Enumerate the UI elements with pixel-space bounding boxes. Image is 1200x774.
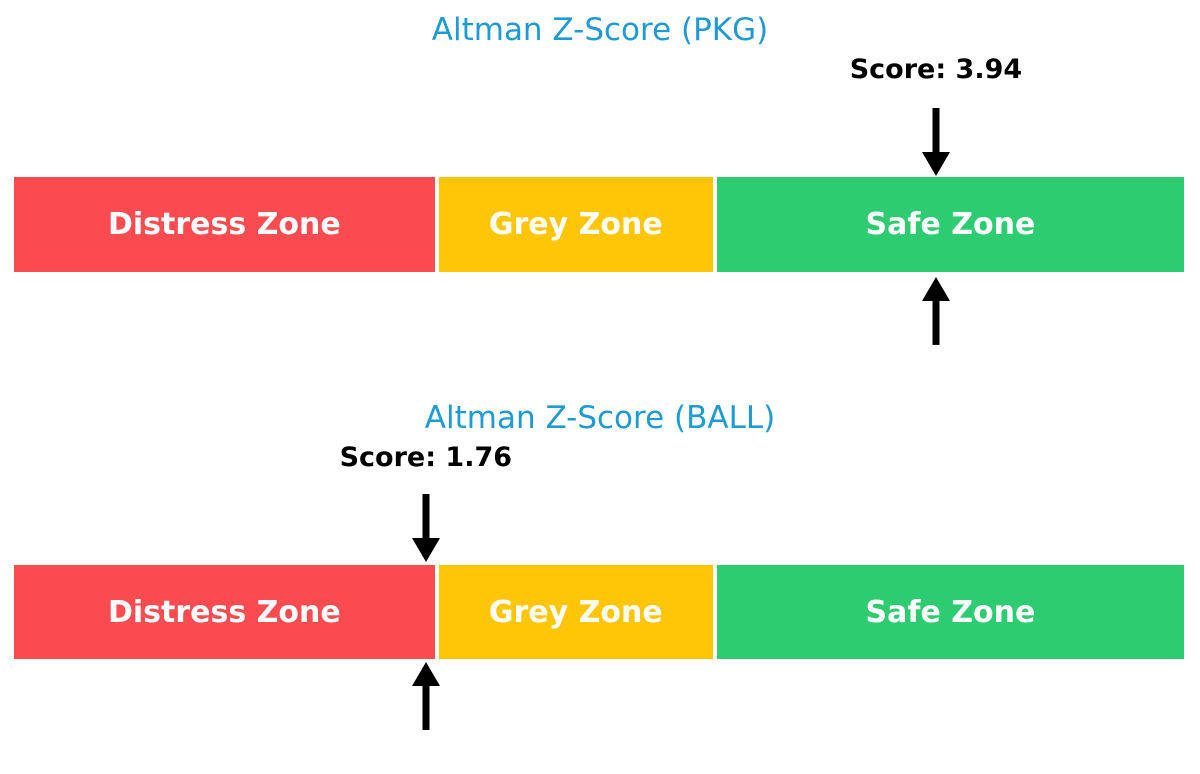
score-label: Score: 3.94 xyxy=(849,54,1023,85)
zone-grey: Grey Zone xyxy=(438,177,713,272)
zone-safe: Safe Zone xyxy=(716,177,1184,272)
zone-safe: Safe Zone xyxy=(716,565,1184,659)
score-arrow-down-icon xyxy=(411,494,440,562)
zone-grey: Grey Zone xyxy=(438,565,713,659)
score-arrow-down-icon xyxy=(921,108,950,176)
score-arrow-up-icon xyxy=(921,277,950,345)
zone-distress: Distress Zone xyxy=(14,565,435,659)
zone-safe-label: Safe Zone xyxy=(865,207,1036,242)
zone-grey-label: Grey Zone xyxy=(488,594,663,630)
zone-bar: Distress Zone Grey Zone Safe Zone xyxy=(14,565,1184,659)
chart-title: Altman Z-Score (PKG) xyxy=(431,12,769,48)
zone-distress-label: Distress Zone xyxy=(107,594,341,630)
zone-distress-label: Distress Zone xyxy=(107,207,341,242)
zone-bar: Distress Zone Grey Zone Safe Zone xyxy=(14,177,1184,272)
chart-title: Altman Z-Score (BALL) xyxy=(424,400,776,436)
zone-grey-label: Grey Zone xyxy=(488,207,663,242)
score-label: Score: 1.76 xyxy=(339,442,513,473)
zone-safe-label: Safe Zone xyxy=(865,594,1036,630)
score-arrow-up-icon xyxy=(411,662,440,730)
zone-distress: Distress Zone xyxy=(14,177,435,272)
